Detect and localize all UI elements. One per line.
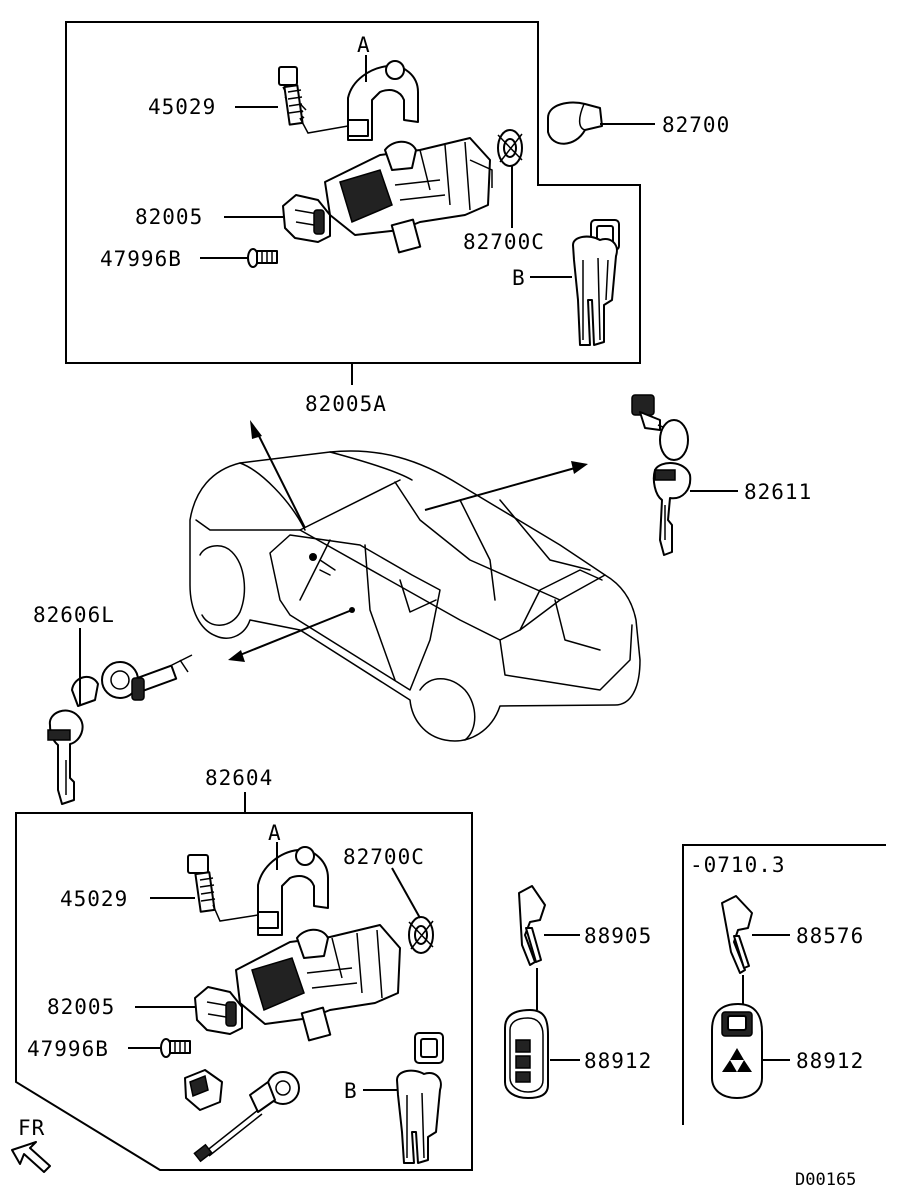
top-label-45029: 45029 xyxy=(148,95,216,119)
screw-icon xyxy=(160,1038,191,1058)
lock-cylinder-icon xyxy=(184,1069,223,1111)
ignition-switch-icon xyxy=(194,986,243,1035)
smart-key-fob-icon xyxy=(711,1003,763,1099)
remote-key-fob-icon xyxy=(504,1009,549,1099)
blank-key-icon xyxy=(721,895,753,974)
door-lock-rod-icon xyxy=(193,1071,300,1163)
bolt-icon xyxy=(187,854,216,913)
bottom-label-82700c: 82700C xyxy=(343,845,425,869)
front-direction-label: FR xyxy=(18,1116,45,1140)
steering-lock-body-icon xyxy=(324,137,493,254)
bolt-icon xyxy=(278,66,307,126)
date-range-box xyxy=(682,844,886,1125)
label-88576: 88576 xyxy=(796,924,864,948)
top-label-82700: 82700 xyxy=(662,113,730,137)
label-88912: 88912 xyxy=(584,1049,652,1073)
lock-bracket-icon xyxy=(257,846,329,936)
bottom-label-47996b: 47996B xyxy=(27,1037,109,1061)
date-range-label: -0710.3 xyxy=(690,853,786,877)
vehicle-outline-icon xyxy=(189,450,641,742)
screw-icon xyxy=(247,248,278,268)
top-label-82700c: 82700C xyxy=(463,230,545,254)
top-label-82005: 82005 xyxy=(135,205,203,229)
label-88912-right: 88912 xyxy=(796,1049,864,1073)
bottom-assembly-label: 82604 xyxy=(205,766,273,790)
label-82606l: 82606L xyxy=(33,603,115,627)
lock-bracket-icon xyxy=(347,60,419,141)
bottom-label-b: B xyxy=(344,1079,358,1103)
immobilizer-ring-icon xyxy=(497,129,523,167)
key-pair-icon xyxy=(396,1032,444,1164)
label-82611: 82611 xyxy=(744,480,812,504)
bottom-label-a: A xyxy=(268,821,282,845)
lock-cap-icon xyxy=(547,101,603,145)
drawing-code: D00165 xyxy=(795,1170,856,1187)
key-pair-icon xyxy=(572,219,620,346)
bottom-assembly-box xyxy=(15,792,473,1171)
bottom-label-45029: 45029 xyxy=(60,887,128,911)
bottom-label-82005: 82005 xyxy=(47,995,115,1019)
front-direction-arrow-icon xyxy=(11,1141,51,1173)
tailgate-cylinder-icon xyxy=(631,394,692,556)
label-88905: 88905 xyxy=(584,924,652,948)
immobilizer-ring-icon xyxy=(408,916,434,954)
top-label-b: B xyxy=(512,266,526,290)
top-label-47996b: 47996B xyxy=(100,247,182,271)
top-assembly-label: 82005A xyxy=(305,392,387,416)
door-cylinder-icon xyxy=(47,654,193,805)
callout-arrows xyxy=(228,420,588,662)
ignition-switch-icon xyxy=(282,194,331,243)
top-assembly-box xyxy=(65,21,641,385)
blank-key-icon xyxy=(518,885,546,966)
top-label-a: A xyxy=(357,33,371,57)
steering-lock-body-icon xyxy=(235,924,401,1042)
